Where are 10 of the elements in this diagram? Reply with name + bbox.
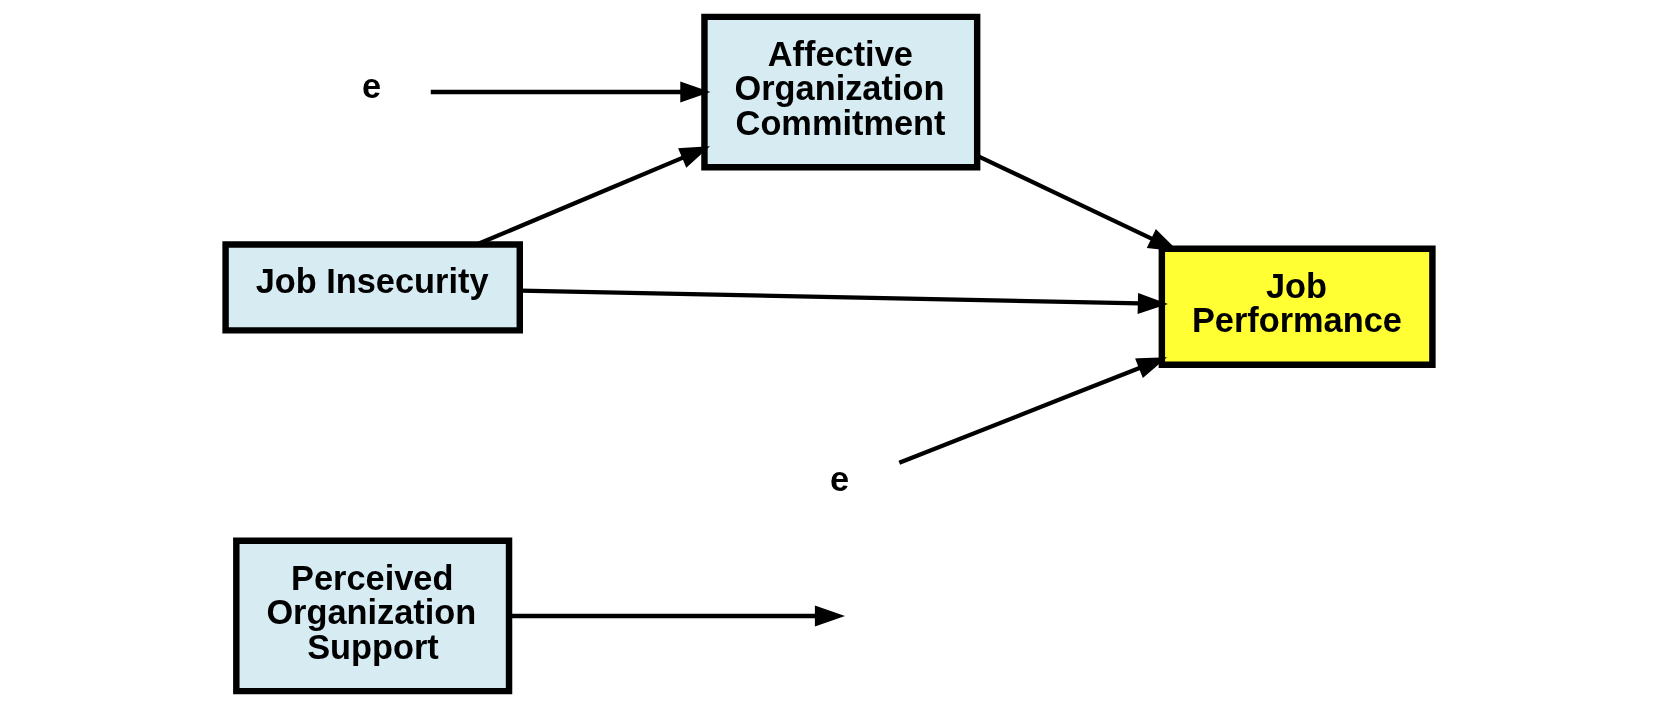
node-box: Job Performance	[1158, 245, 1436, 368]
arrow	[898, 357, 1167, 465]
node-box: Perceived Organization Support	[233, 537, 513, 695]
node-box: Affective Organization Commitment	[701, 13, 981, 171]
arrow	[430, 81, 711, 103]
arrow	[520, 288, 1168, 314]
node-text: e	[361, 67, 382, 106]
node-box: Job Insecurity	[222, 241, 523, 334]
node-text: e	[830, 460, 850, 498]
arrow	[509, 605, 845, 627]
